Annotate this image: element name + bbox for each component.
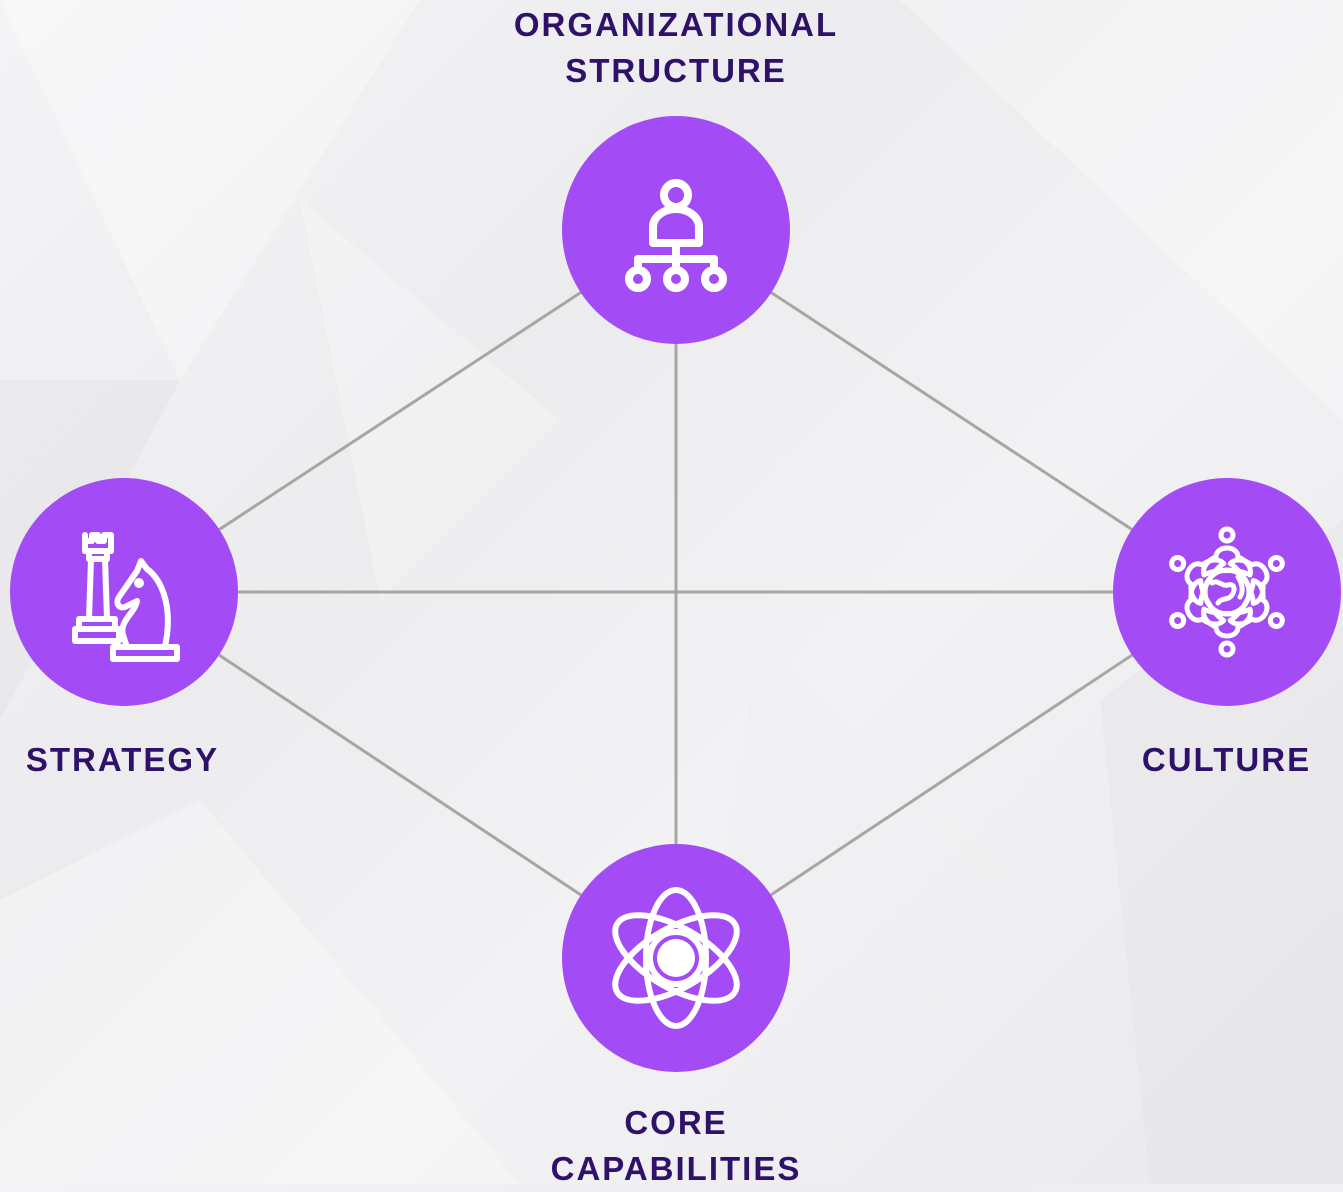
label-top-line1: ORGANIZATIONAL bbox=[513, 6, 839, 43]
globe-people-circle-icon bbox=[1169, 526, 1285, 658]
chess-rook-knight-icon bbox=[72, 532, 180, 662]
label-culture: CULTURE bbox=[1141, 741, 1312, 778]
atom-icon bbox=[612, 887, 740, 1029]
label-core-capabilities: CORE CAPABILITIES bbox=[426, 1100, 926, 1192]
label-strategy: STRATEGY bbox=[25, 741, 220, 778]
label-top-line2: STRUCTURE bbox=[565, 52, 787, 89]
org-chart-icon bbox=[625, 179, 727, 292]
label-bottom-line2: CAPABILITIES bbox=[550, 1150, 802, 1187]
label-organizational-structure: ORGANIZATIONAL STRUCTURE bbox=[426, 2, 926, 94]
node-strategy[interactable] bbox=[10, 478, 238, 706]
label-bottom-line1: CORE bbox=[624, 1104, 728, 1141]
node-culture[interactable] bbox=[1113, 478, 1341, 706]
node-core-capabilities[interactable] bbox=[562, 844, 790, 1072]
node-organizational-structure[interactable] bbox=[562, 116, 790, 344]
